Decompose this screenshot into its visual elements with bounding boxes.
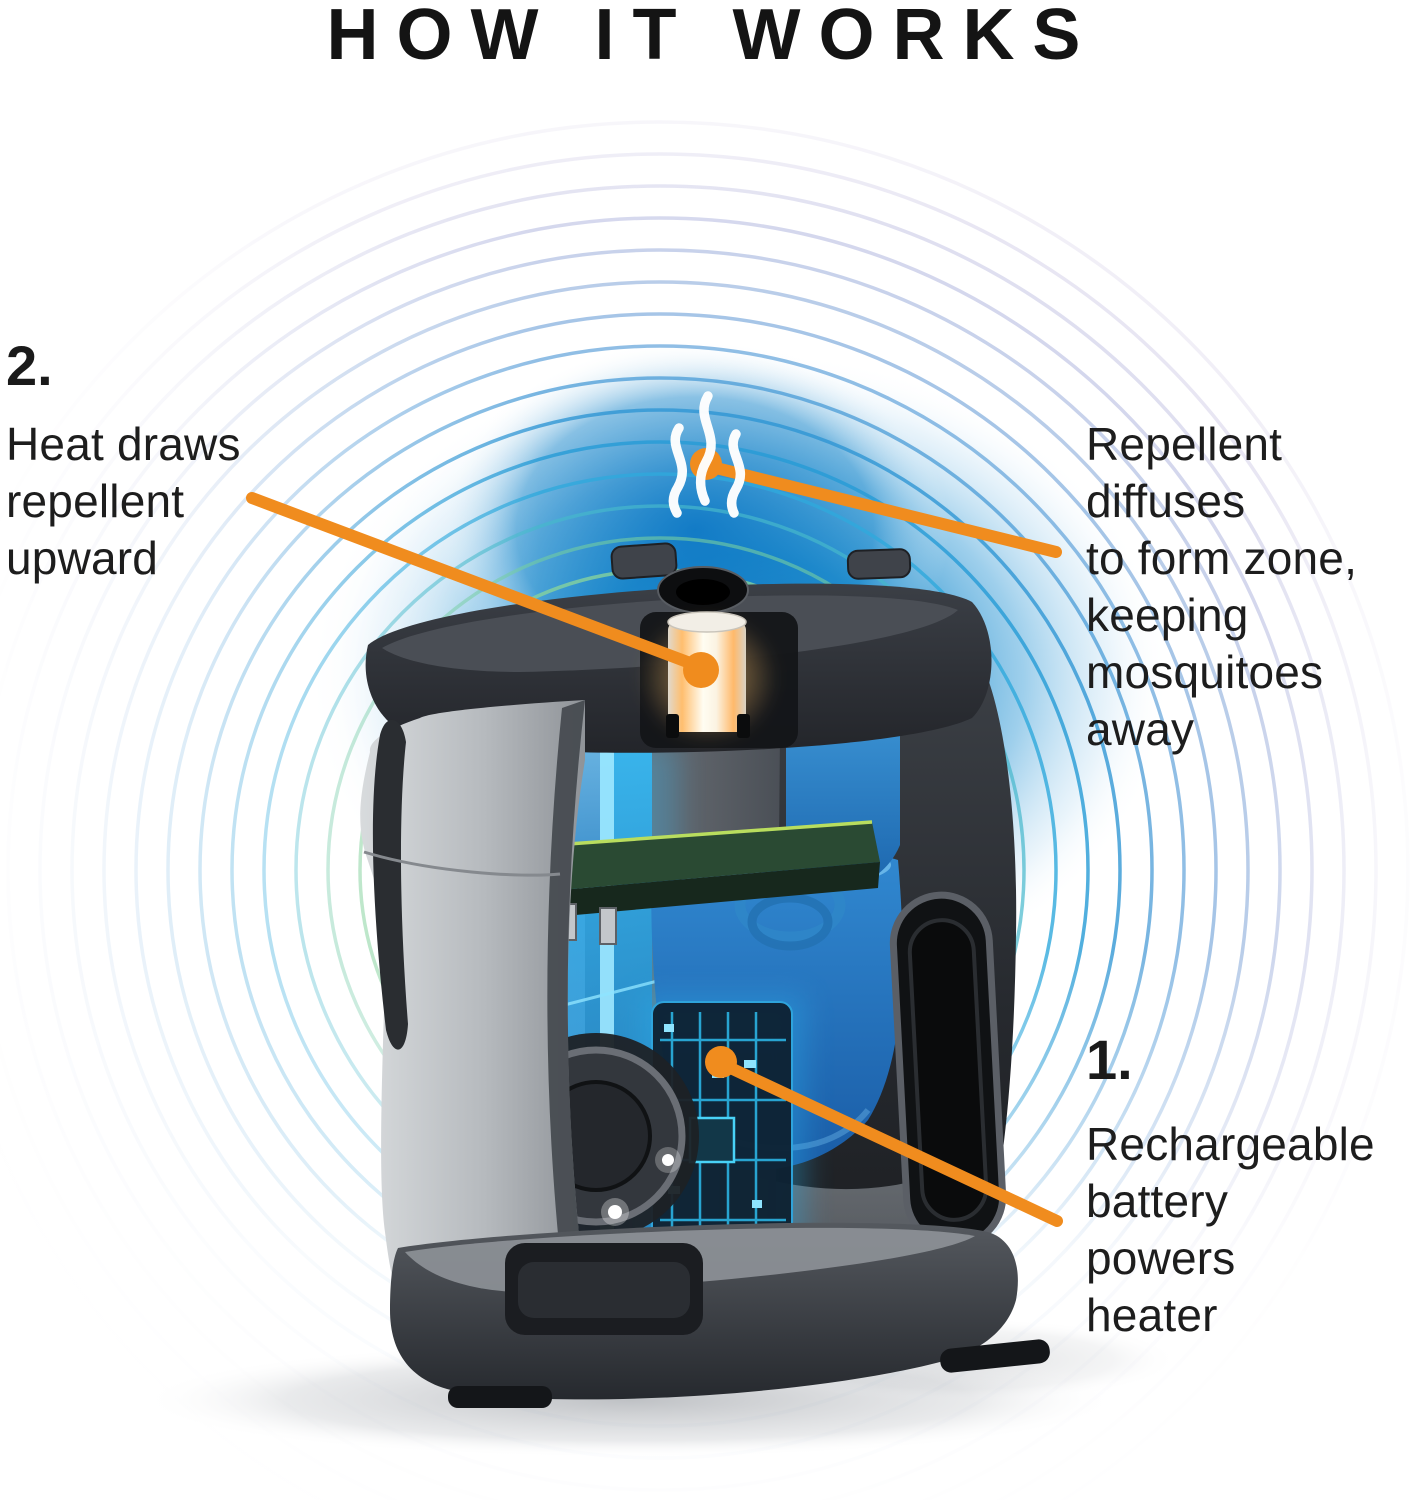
step-1-line: powers [1086, 1232, 1236, 1284]
cap-clip-right [846, 548, 912, 580]
heater-mat-top [667, 611, 747, 633]
step-1-line: battery [1086, 1175, 1229, 1227]
diffusion-line: keeping [1086, 589, 1249, 641]
step-1-line: Rechargeable [1086, 1118, 1375, 1170]
callout-line-battery [716, 1058, 1063, 1227]
page-title: HOW IT WORKS [326, 0, 1099, 75]
step-2-line: repellent [6, 475, 185, 527]
step-1-label: Rechargeable battery powers heater [1086, 1116, 1375, 1344]
nozzle-inner [676, 579, 730, 605]
step-1-number: 1. [1086, 1028, 1133, 1091]
step-1-line: heater [1086, 1289, 1218, 1341]
pump-coil-inner [747, 893, 833, 951]
callout-line-diffuse [702, 460, 1062, 558]
handle-groove [372, 719, 408, 1050]
step-2-line: upward [6, 532, 159, 584]
diffusion-label: Repellent diffuses to form zone, keeping… [1086, 416, 1357, 758]
foot-right [940, 1339, 1050, 1373]
callout-lines [246, 460, 1063, 1227]
diffusion-line: to form zone, [1086, 532, 1358, 584]
shell-cut-edge [547, 700, 585, 1300]
base-latch-inner [518, 1262, 690, 1318]
diffusion-line: away [1086, 703, 1195, 755]
callout-line-heat [246, 492, 704, 672]
step-2-number: 2. [6, 334, 53, 397]
foot-left [448, 1386, 552, 1408]
diffusion-line: diffuses [1086, 475, 1246, 527]
cap-clip-left [610, 542, 678, 580]
diffusion-line: Repellent [1086, 418, 1283, 470]
side-vent [889, 891, 1007, 1249]
diffusion-line: mosquitoes [1086, 646, 1324, 698]
callout-dot-battery [705, 1046, 737, 1078]
heater-clip-right [737, 714, 750, 738]
callout-dot-heater [683, 652, 719, 688]
shell-seam [363, 850, 561, 877]
heater-clip-left [666, 714, 679, 738]
ring-fade-top [0, 0, 1425, 230]
silver-shell [360, 700, 585, 1315]
step-2-line: Heat draws [6, 418, 241, 470]
vapor-waves-icon [668, 391, 746, 518]
step-2-label: Heat draws repellent upward [6, 416, 241, 587]
